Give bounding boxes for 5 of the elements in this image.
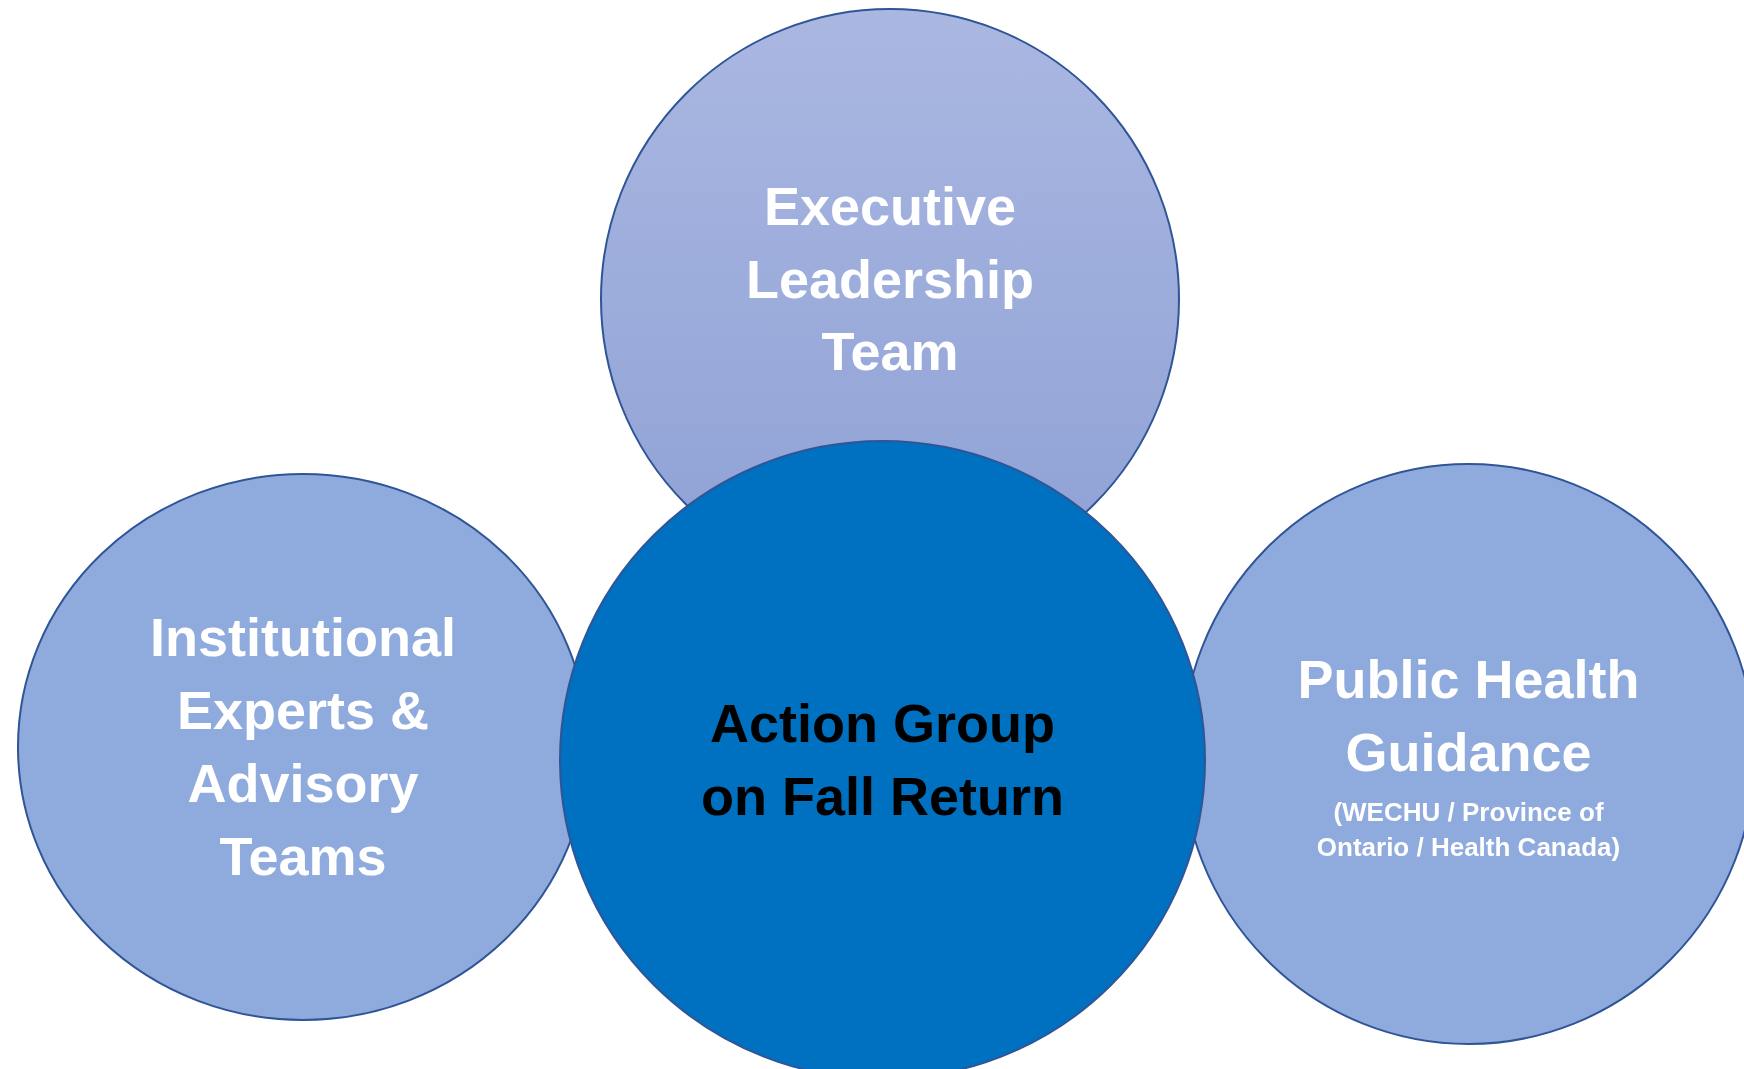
- node-label: Institutional Experts & Advisory Teams: [149, 606, 457, 888]
- node-label: Action Group on Fall Return: [700, 692, 1065, 828]
- node-label: Executive Leadership Team: [744, 174, 1036, 384]
- node-label: Public Health Guidance: [1296, 648, 1641, 784]
- node-sublabel: (WECHU / Province of Ontario / Health Canada): [1315, 795, 1622, 864]
